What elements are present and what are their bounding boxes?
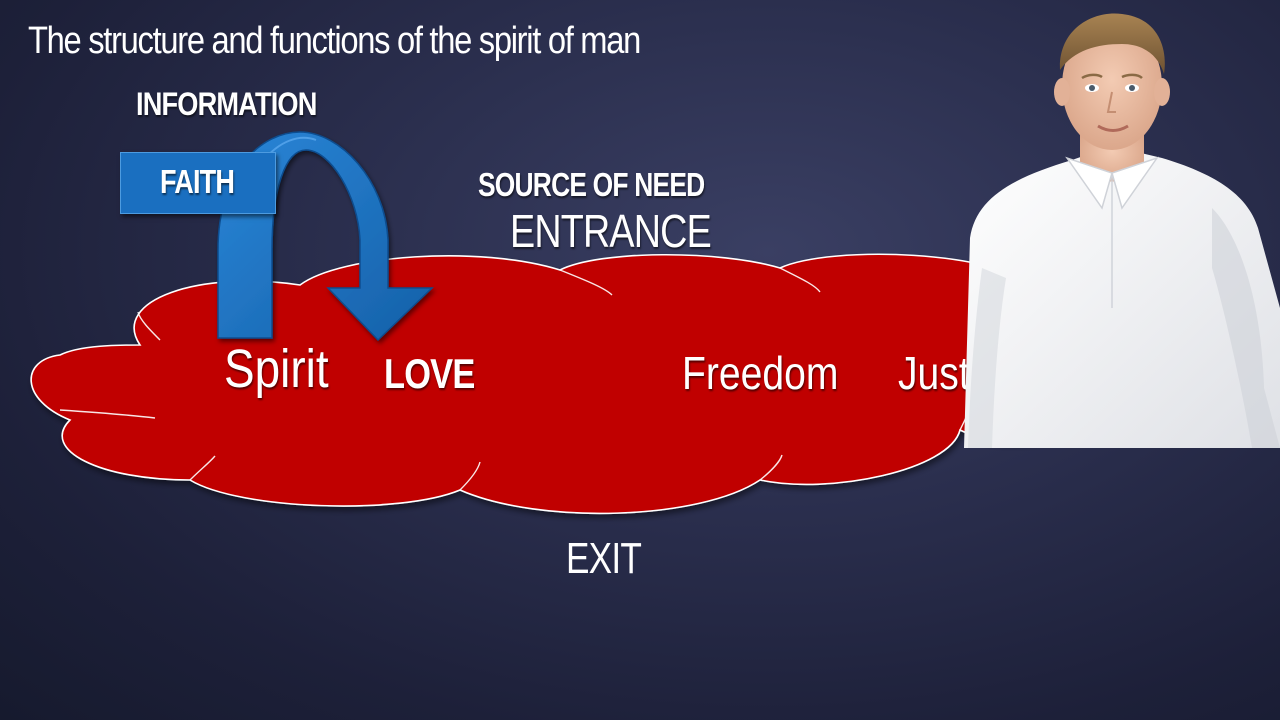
slide-title: The structure and functions of the spiri… xyxy=(28,20,641,62)
faith-box xyxy=(120,152,276,214)
faith-label: FAITH xyxy=(160,163,235,200)
exit-label: EXIT xyxy=(566,534,642,583)
source-of-need-label: SOURCE OF NEED xyxy=(478,166,705,203)
spirit-label: Spirit xyxy=(224,339,329,399)
presenter-photo xyxy=(964,13,1280,448)
information-label: INFORMATION xyxy=(136,86,317,122)
freedom-label: Freedom xyxy=(682,347,839,399)
entrance-label: ENTRANCE xyxy=(510,205,712,257)
love-label: LOVE xyxy=(384,350,475,397)
